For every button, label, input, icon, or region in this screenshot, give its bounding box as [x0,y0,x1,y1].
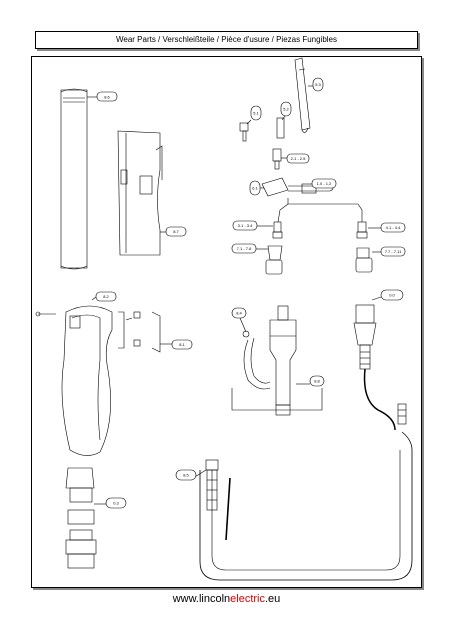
footer-prefix: www.lincoln [172,593,231,605]
callout-8-4: 8.4 [236,311,242,316]
callout-5-3: 5.3 [315,82,321,87]
callout-5-1: 5.1 [253,111,259,116]
part-5-3-torch-neck [294,57,311,133]
callout-1-0-1-2: 1.0 - 1.2 [317,181,332,186]
callout-0-0: 0.0 [389,293,395,298]
callout-6-1: 6.1 [252,186,258,191]
callout-7-7-7-11: 7.7 - 7.11 [385,249,402,254]
footer-accent: electric [230,593,265,605]
callout-8-7: 8.7 [173,229,179,234]
callout-8-1: 8.1 [179,342,185,347]
footer-website[interactable]: www.lincolnelectric.eu [0,593,453,605]
part-7-1-7-6-nozzle [265,245,283,275]
parts-diagram-frame [31,56,422,588]
part-5-1 [239,122,249,142]
part-8-4-torch-body [242,305,297,416]
callout-8-8: 8.8 [314,379,320,384]
callout-3-1-3-4: 3.1 - 3.4 [238,223,253,228]
part-8-1-clips [118,311,161,353]
callout-5-2: 5.2 [283,107,289,112]
callout-2-1-2-5: 2.1 - 2.5 [291,156,306,161]
part-8-5-cable-end [205,459,219,511]
part-8-6-handle-tube [60,88,88,270]
part-3-1-3-4 [272,221,283,239]
callout-8-5: 8.5 [183,473,189,478]
part-5-2 [276,117,285,139]
callout-8-6: 8.6 [104,95,110,100]
part-8-7-handle-shell [117,130,163,256]
footer-suffix: .eu [265,593,281,605]
part-4-1-4-4 [356,221,368,239]
part-8-2-handle [35,305,113,456]
callout-8-2: 8.2 [103,294,109,299]
part-6-1-connector [261,177,334,197]
page-title: Wear Parts / Verschleißteile / Pièce d'u… [35,31,418,49]
callout-4-1-4-4: 4.1 - 4.4 [386,225,401,230]
part-2-1-2-5 [272,148,282,170]
callout-7-1-7-6: 7.1 - 7.6 [237,246,252,251]
part-0-3-parts [65,467,97,569]
callout-0-3: 0.3 [113,501,119,506]
part-7-7-7-11 [355,247,373,273]
part-0-0-plug [353,304,377,370]
